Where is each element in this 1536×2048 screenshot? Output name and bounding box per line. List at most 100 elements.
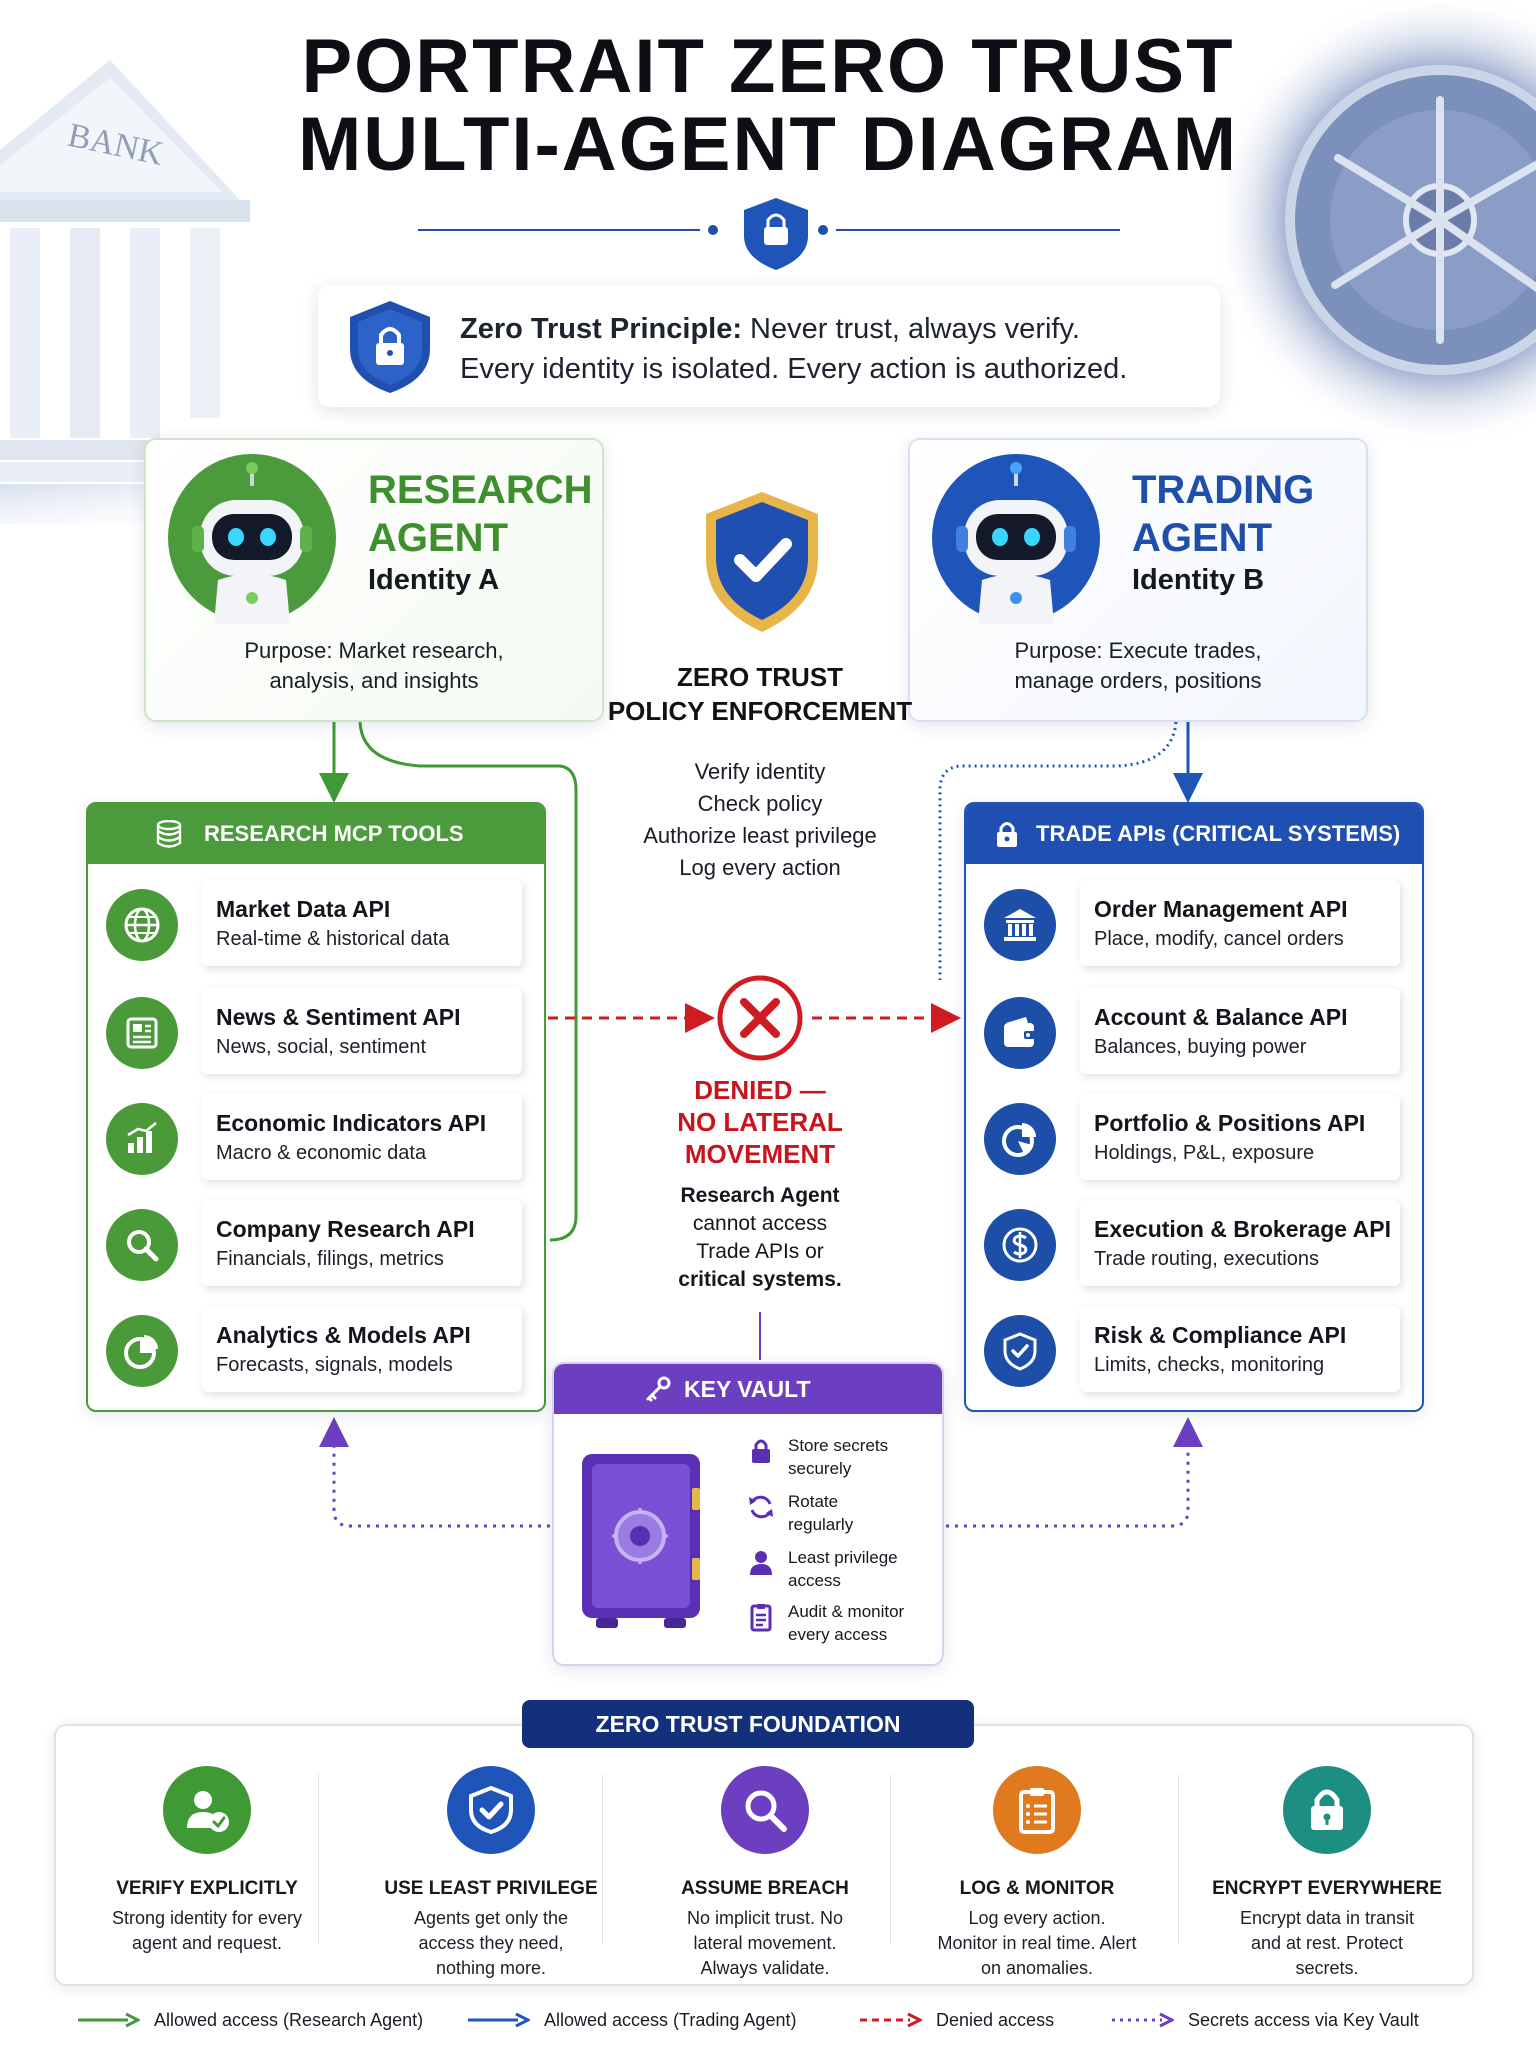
pillar-title: ENCRYPT EVERYWHERE bbox=[1212, 1878, 1442, 1899]
pillar-divider bbox=[318, 1774, 319, 1944]
api-name: Execution & Brokerage API bbox=[1094, 1216, 1391, 1242]
key-vault-header-label: KEY VAULT bbox=[684, 1376, 811, 1402]
pillar-divider bbox=[1178, 1774, 1179, 1944]
pillar-desc: Agents get only the access they need, no… bbox=[413, 1908, 569, 1978]
policy-title-line1: ZERO TRUST bbox=[676, 662, 844, 692]
principle-line1: Never trust, always verify. bbox=[742, 313, 1080, 345]
tool-name: News & Sentiment API bbox=[216, 1004, 461, 1030]
api-item-portfolio-positions[interactable]: Portfolio & Positions API Holdings, P&L, … bbox=[984, 1094, 1402, 1180]
denied-text-line3: Trade APIs or bbox=[696, 1240, 824, 1263]
user-icon bbox=[750, 1551, 772, 1575]
pie-chart-icon bbox=[984, 1103, 1056, 1175]
pillar-divider bbox=[890, 1774, 891, 1944]
wallet-icon bbox=[984, 997, 1056, 1069]
vault-item-line2: every access bbox=[788, 1625, 888, 1644]
principle-lead: Zero Trust Principle: bbox=[460, 313, 742, 345]
pillar-log-monitor: LOG & MONITOR Log every action. Monitor … bbox=[902, 1766, 1172, 1981]
vault-item-line2: securely bbox=[788, 1459, 852, 1478]
research-agent-name-line2: AGENT bbox=[368, 516, 508, 560]
denied-text-line1: Research Agent bbox=[680, 1184, 840, 1207]
title-line-2: MULTI-AGENT DIAGRAM bbox=[297, 102, 1239, 187]
shield-check-icon bbox=[447, 1766, 535, 1854]
tool-name: Market Data API bbox=[216, 896, 391, 922]
zero-trust-principle-card: Zero Trust Principle: Never trust, alway… bbox=[318, 285, 1220, 407]
shield-check-icon bbox=[984, 1315, 1056, 1387]
tool-item-news-sentiment[interactable]: News & Sentiment API News, social, sentim… bbox=[106, 988, 524, 1074]
pillar-title: ASSUME BREACH bbox=[681, 1878, 849, 1899]
foundation-badge: ZERO TRUST FOUNDATION bbox=[522, 1700, 974, 1748]
trading-robot-avatar bbox=[932, 454, 1100, 624]
trade-apis-header-label: TRADE APIs (CRITICAL SYSTEMS) bbox=[1036, 821, 1401, 846]
database-icon bbox=[156, 820, 182, 848]
title-line-1: PORTRAIT ZERO TRUST bbox=[301, 24, 1235, 109]
api-name: Risk & Compliance API bbox=[1094, 1322, 1347, 1348]
tool-desc: Forecasts, signals, models bbox=[216, 1354, 453, 1376]
pillar-verify-explicitly: VERIFY EXPLICITLY Strong identity for ev… bbox=[72, 1766, 342, 1956]
legend-label: Denied access bbox=[936, 2010, 1055, 2030]
research-purpose-line2: analysis, and insights bbox=[269, 668, 479, 693]
legend-label: Secrets access via Key Vault bbox=[1188, 2010, 1419, 2030]
research-agent-card: RESEARCH AGENT Identity A Purpose: Marke… bbox=[144, 438, 604, 722]
vault-item-line1: Least privilege bbox=[788, 1548, 898, 1567]
tool-name: Economic Indicators API bbox=[216, 1110, 487, 1136]
pie-chart-icon bbox=[106, 1315, 178, 1387]
vault-item-rotate: Rotate regularly bbox=[746, 1490, 936, 1536]
vault-door-illustration bbox=[1210, 0, 1536, 450]
lock-icon bbox=[997, 822, 1017, 847]
tool-name: Company Research API bbox=[216, 1216, 475, 1242]
rotate-icon bbox=[749, 1495, 773, 1519]
research-robot-avatar bbox=[168, 454, 336, 624]
pillar-encrypt-everywhere: ENCRYPT EVERYWHERE Encrypt data in trans… bbox=[1192, 1766, 1462, 1981]
policy-enforcement-title: ZERO TRUST POLICY ENFORCEMENT bbox=[560, 660, 960, 728]
pillar-assume-breach: ASSUME BREACH No implicit trust. No late… bbox=[630, 1766, 900, 1981]
denied-title-line3: MOVEMENT bbox=[684, 1139, 836, 1169]
pillar-least-privilege: USE LEAST PRIVILEGE Agents get only the … bbox=[356, 1766, 626, 1981]
trading-agent-identity: Identity B bbox=[1132, 564, 1265, 596]
principle-text: Zero Trust Principle: Never trust, alway… bbox=[460, 309, 1127, 389]
key-icon bbox=[646, 1376, 671, 1402]
safe-icon bbox=[582, 1454, 700, 1628]
magnifier-icon bbox=[721, 1766, 809, 1854]
magnifier-icon bbox=[106, 1209, 178, 1281]
denied-text-line4: critical systems. bbox=[678, 1268, 842, 1291]
tool-desc: News, social, sentiment bbox=[216, 1036, 427, 1058]
api-name: Portfolio & Positions API bbox=[1094, 1110, 1366, 1136]
trading-agent-card: TRADING AGENT Identity B Purpose: Execut… bbox=[908, 438, 1368, 722]
denied-x-icon bbox=[717, 975, 803, 1061]
trading-purpose-line1: Purpose: Execute trades, bbox=[1014, 638, 1262, 663]
page-title: PORTRAIT ZERO TRUST MULTI-AGENT DIAGRAM bbox=[0, 28, 1536, 184]
research-tools-header: RESEARCH MCP TOOLS bbox=[88, 804, 544, 864]
vault-item-audit: Audit & monitor every access bbox=[746, 1600, 936, 1646]
clipboard-icon bbox=[750, 1604, 772, 1632]
research-agent-name-line1: RESEARCH bbox=[368, 468, 593, 512]
pillar-title: LOG & MONITOR bbox=[959, 1878, 1115, 1899]
vault-item-line2: regularly bbox=[788, 1515, 854, 1534]
legend-blue-arrow bbox=[468, 2012, 530, 2028]
user-check-icon bbox=[163, 1766, 251, 1854]
policy-step: Check policy bbox=[697, 791, 823, 816]
key-vault-card: KEY VAULT Store secrets securely Rotate … bbox=[552, 1362, 944, 1666]
pillar-title: USE LEAST PRIVILEGE bbox=[384, 1878, 598, 1899]
principle-line2: Every identity is isolated. Every action… bbox=[460, 353, 1128, 385]
vault-item-line2: access bbox=[788, 1571, 841, 1590]
research-agent-identity: Identity A bbox=[368, 564, 500, 596]
research-agent-name: RESEARCH AGENT bbox=[368, 466, 592, 562]
research-purpose-line1: Purpose: Market research, bbox=[244, 638, 504, 663]
api-desc: Holdings, P&L, exposure bbox=[1094, 1142, 1315, 1164]
legend-green-arrow bbox=[78, 2012, 140, 2028]
pillar-title: VERIFY EXPLICITLY bbox=[116, 1878, 298, 1899]
research-agent-purpose: Purpose: Market research, analysis, and … bbox=[146, 636, 602, 696]
vault-item-store-secrets: Store secrets securely bbox=[746, 1434, 936, 1480]
zero-trust-foundation-panel: VERIFY EXPLICITLY Strong identity for ev… bbox=[54, 1724, 1474, 1986]
policy-steps: Verify identity Check policy Authorize l… bbox=[560, 756, 960, 884]
trading-purpose-line2: manage orders, positions bbox=[1014, 668, 1262, 693]
